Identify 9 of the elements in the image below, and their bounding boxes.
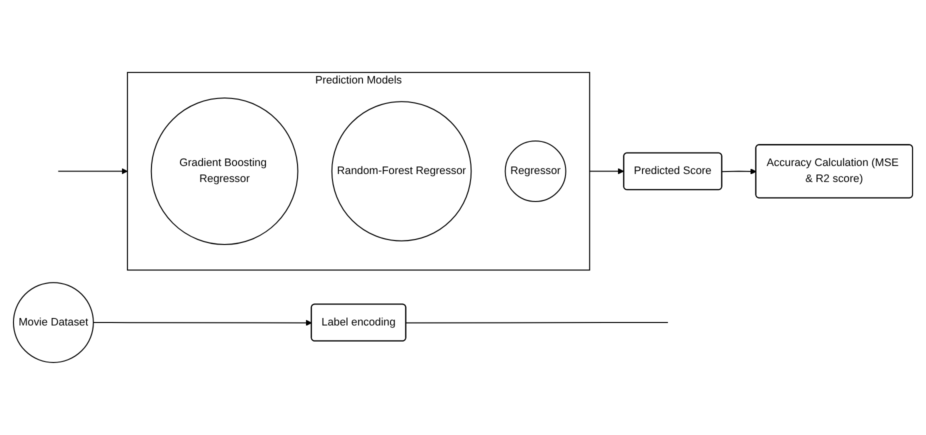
arrow: [722, 168, 756, 174]
arrow: [58, 168, 128, 174]
arrow: [93, 320, 312, 326]
connector: [406, 322, 668, 324]
arrow: [590, 168, 624, 174]
node-circle: Movie Dataset: [12, 282, 94, 364]
node-circle: Gradient Boosting Regressor: [150, 98, 298, 246]
node-circle: Regressor: [504, 140, 566, 202]
node-circle: Random-Forest Regressor: [331, 101, 472, 242]
